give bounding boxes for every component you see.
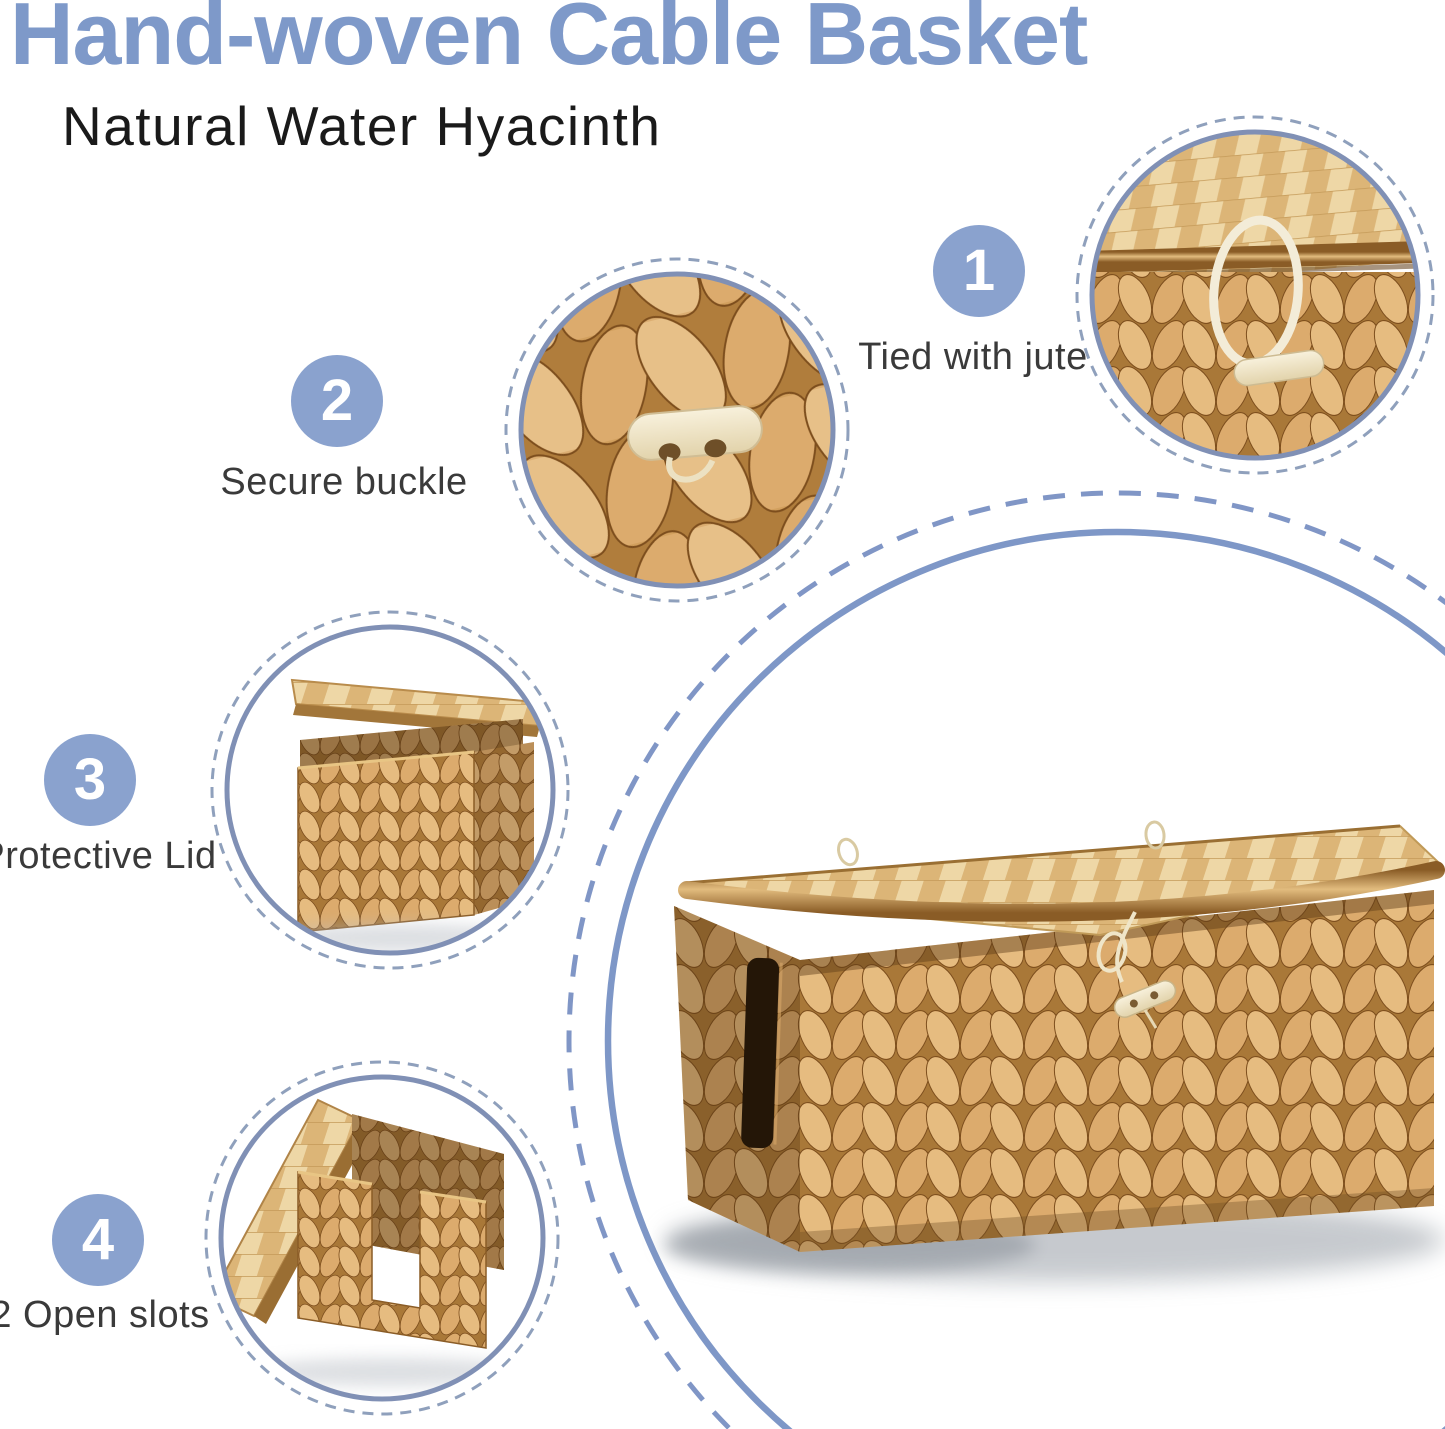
feature-photo-protective-lid [224, 624, 556, 956]
jute-loop-left [837, 837, 859, 867]
photo-dashed-halos [204, 115, 1435, 1416]
large-decorative-rings [566, 490, 1445, 1429]
feature-photo-secure-buckle [518, 271, 836, 589]
main-product-photo [665, 820, 1445, 1282]
large-dashed-circle [566, 490, 1445, 1429]
basket-front-face [800, 890, 1434, 1252]
feature-3-number: 3 [73, 747, 107, 812]
feature-photo-open-slots [218, 1074, 546, 1402]
feature-photo-tied-with-jute [1089, 129, 1421, 461]
page-subtitle: Natural Water Hyacinth [62, 95, 662, 157]
feature-4-number: 4 [81, 1207, 115, 1272]
feature-2-number: 2 [320, 368, 354, 433]
feature-3-badge: 3 [44, 734, 136, 826]
cable-slot [741, 957, 783, 1149]
large-solid-circle [604, 528, 1445, 1429]
feature-1-badge: 1 [933, 225, 1025, 317]
jute-tie-and-toggle [1096, 911, 1177, 1029]
halo-photo-2 [504, 257, 850, 603]
feature-1-number: 1 [962, 238, 996, 303]
basket-side-face [674, 906, 800, 1252]
halo-photo-4 [204, 1060, 560, 1416]
feature-4-label: 2 Open slots [0, 1294, 210, 1336]
feature-1-label: Tied with jute [858, 336, 1088, 378]
feature-2-badge: 2 [291, 355, 383, 447]
page-title: Hand-woven Cable Basket [10, 0, 1088, 83]
halo-photo-1 [1075, 115, 1435, 475]
feature-4-badge: 4 [52, 1194, 144, 1286]
feature-2-label: Secure buckle [220, 461, 468, 503]
halo-photo-3 [210, 610, 570, 970]
feature-3-label: Protective Lid [0, 835, 217, 877]
jute-loop-right [1144, 820, 1166, 850]
basket-lid [678, 820, 1445, 936]
